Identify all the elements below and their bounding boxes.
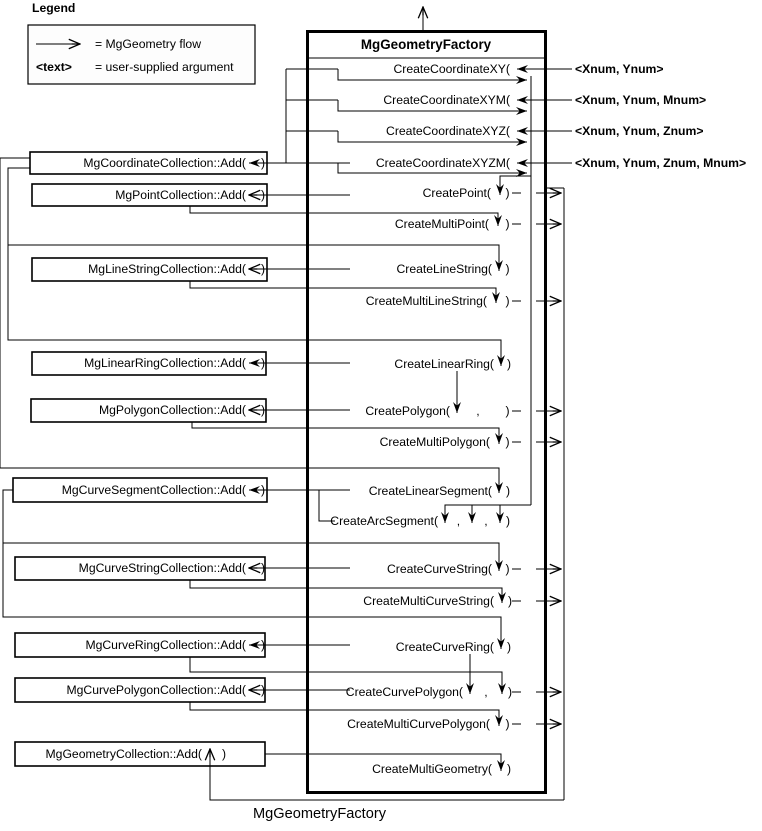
label-curvepolygon-collection: MgCurvePolygonCollection::Add( xyxy=(66,683,246,697)
coord-loop-xy xyxy=(337,69,527,84)
label-curvestring-collection-close: ) xyxy=(261,561,265,575)
feed-createpoint-arg xyxy=(496,175,531,195)
collection-boxes xyxy=(12,151,268,767)
method-create-linestring: CreateLineString( xyxy=(396,262,492,276)
feed-linearring-arg xyxy=(7,245,505,366)
legend-arg-token: <text> xyxy=(36,60,72,74)
method-create-curvering: CreateCurveRing( xyxy=(396,640,494,654)
method-create-coordinate-xyz: CreateCoordinateXYZ( xyxy=(386,124,510,138)
method-create-multipolygon: CreateMultiPolygon( xyxy=(380,435,490,449)
factory-title: MgGeometryFactory xyxy=(361,37,492,52)
label-polygon-collection-close: ) xyxy=(261,403,265,417)
method-create-point-close: ) xyxy=(506,186,510,200)
add-feed-arcsegment-elbow xyxy=(318,490,335,522)
feed-curvering-arg xyxy=(2,543,505,649)
method-create-curvering-close: ) xyxy=(507,640,511,654)
feed-multilinestring-arg xyxy=(189,281,500,303)
method-create-multipoint-close: ) xyxy=(506,217,510,231)
method-create-linearring-close: ) xyxy=(507,357,511,371)
method-create-coordinate-xyzm: CreateCoordinateXYZM( xyxy=(376,156,510,170)
method-create-curvestring-close: ) xyxy=(506,562,510,576)
arg-label-xym: <Xnum, Ynum, Mnum> xyxy=(575,93,706,107)
method-create-linearsegment: CreateLinearSegment( xyxy=(369,484,492,498)
label-geometry-collection-close: ) xyxy=(222,747,226,761)
feed-multigeometry-arg xyxy=(265,753,505,771)
label-linestring-collection: MgLineStringCollection::Add( xyxy=(88,262,246,276)
collection-box-curvesegment xyxy=(12,477,268,503)
arg-label-xy: <Xnum, Ynum> xyxy=(575,62,664,76)
feed-arcsegment-arg1 xyxy=(441,504,531,523)
method-create-multicurvestring: CreateMultiCurveString( xyxy=(363,594,494,608)
coord-loop-xyz xyxy=(337,131,527,146)
method-create-linestring-close: ) xyxy=(506,262,510,276)
collection-box-curvering xyxy=(14,632,266,658)
feed-multicurvepolygon-arg xyxy=(189,702,503,726)
method-create-linearring: CreateLinearRing( xyxy=(394,357,494,371)
method-create-multicurvestring-close: ) xyxy=(508,594,512,608)
connectors xyxy=(0,65,572,801)
arg-label-xyz: <Xnum, Ynum, Znum> xyxy=(575,124,703,138)
method-create-coordinate-xy: CreateCoordinateXY( xyxy=(393,62,510,76)
label-point-collection-close: ) xyxy=(261,188,265,202)
legend-arg-label: = user-supplied argument xyxy=(95,60,234,74)
method-create-arcsegment: CreateArcSegment( xyxy=(330,514,438,528)
diagram-caption: MgGeometryFactory xyxy=(253,806,387,822)
feed-multicurvestring-arg xyxy=(189,580,506,603)
label-point-collection: MgPointCollection::Add( xyxy=(115,188,246,202)
method-create-curvepolygon: CreateCurvePolygon( xyxy=(346,685,463,699)
method-create-multipoint: CreateMultiPoint( xyxy=(395,217,489,231)
feed-linearsegment-arg xyxy=(0,157,503,493)
collection-box-geometry xyxy=(14,741,266,767)
feed-multipoint-arg xyxy=(189,206,502,226)
coord-loop-xyzm xyxy=(337,163,527,177)
collection-box-curvepolygon xyxy=(14,677,266,703)
method-create-multicurvepolygon: CreateMultiCurvePolygon( xyxy=(347,717,490,731)
method-create-curvepolygon-close: ) xyxy=(508,685,512,699)
factory-methods: CreateCoordinateXY( CreateCoordinateXYM(… xyxy=(330,62,512,776)
legend-flow-label: = MgGeometry flow xyxy=(95,37,201,51)
label-geometry-collection: MgGeometryCollection::Add( xyxy=(46,747,202,761)
label-curvering-collection-close: ) xyxy=(261,638,265,652)
label-curvepolygon-collection-close: ) xyxy=(261,683,265,697)
method-create-arcsegment-comma1: , xyxy=(457,514,460,528)
label-linearring-collection-close: ) xyxy=(261,356,265,370)
argument-labels: <Xnum, Ynum> <Xnum, Ynum, Mnum> <Xnum, Y… xyxy=(575,62,746,170)
legend: Legend = MgGeometry flow <text> = user-s… xyxy=(27,1,256,85)
label-coordinate-collection: MgCoordinateCollection::Add( xyxy=(83,156,246,170)
label-curvesegment-collection: MgCurveSegmentCollection::Add( xyxy=(62,483,246,497)
method-create-linearsegment-close: ) xyxy=(506,484,510,498)
method-create-coordinate-xym: CreateCoordinateXYM( xyxy=(383,93,510,107)
method-create-polygon-comma: , xyxy=(476,404,479,418)
method-create-curvestring: CreateCurveString( xyxy=(387,562,492,576)
method-create-polygon-close: ) xyxy=(506,404,510,418)
coord-loop-xym xyxy=(337,100,527,115)
method-create-multilinestring-close: ) xyxy=(506,294,510,308)
method-create-multicurvepolygon-close: ) xyxy=(506,717,510,731)
method-create-curvepolygon-comma: , xyxy=(484,685,487,699)
method-create-multigeometry: CreateMultiGeometry( xyxy=(372,762,492,776)
arg-label-xyzm: <Xnum, Ynum, Znum, Mnum> xyxy=(575,156,746,170)
method-create-arcsegment-comma2: , xyxy=(484,514,487,528)
collection-labels: MgCoordinateCollection::Add( ) MgPointCo… xyxy=(46,156,266,761)
label-curvesegment-collection-close: ) xyxy=(261,483,265,497)
method-create-multilinestring: CreateMultiLineString( xyxy=(366,294,487,308)
method-create-polygon: CreatePolygon( xyxy=(365,404,450,418)
label-curvestring-collection: MgCurveStringCollection::Add( xyxy=(79,561,246,575)
label-polygon-collection: MgPolygonCollection::Add( xyxy=(99,403,246,417)
legend-box xyxy=(27,24,256,85)
method-create-multigeometry-close: ) xyxy=(507,762,511,776)
feed-curvepolygon-rings-arg xyxy=(189,657,506,694)
label-linestring-collection-close: ) xyxy=(261,262,265,276)
method-create-point: CreatePoint( xyxy=(423,186,491,200)
method-create-arcsegment-close: ) xyxy=(506,514,510,528)
geometry-wrap-feed xyxy=(210,749,564,801)
label-curvering-collection: MgCurveRingCollection::Add( xyxy=(85,638,246,652)
legend-title: Legend xyxy=(32,1,75,15)
label-coordinate-collection-close: ) xyxy=(261,156,265,170)
method-create-multipolygon-close: ) xyxy=(506,435,510,449)
feed-multipolygon-arg xyxy=(191,422,503,444)
factory-box xyxy=(306,30,547,794)
label-linearring-collection: MgLinearRingCollection::Add( xyxy=(84,356,246,370)
